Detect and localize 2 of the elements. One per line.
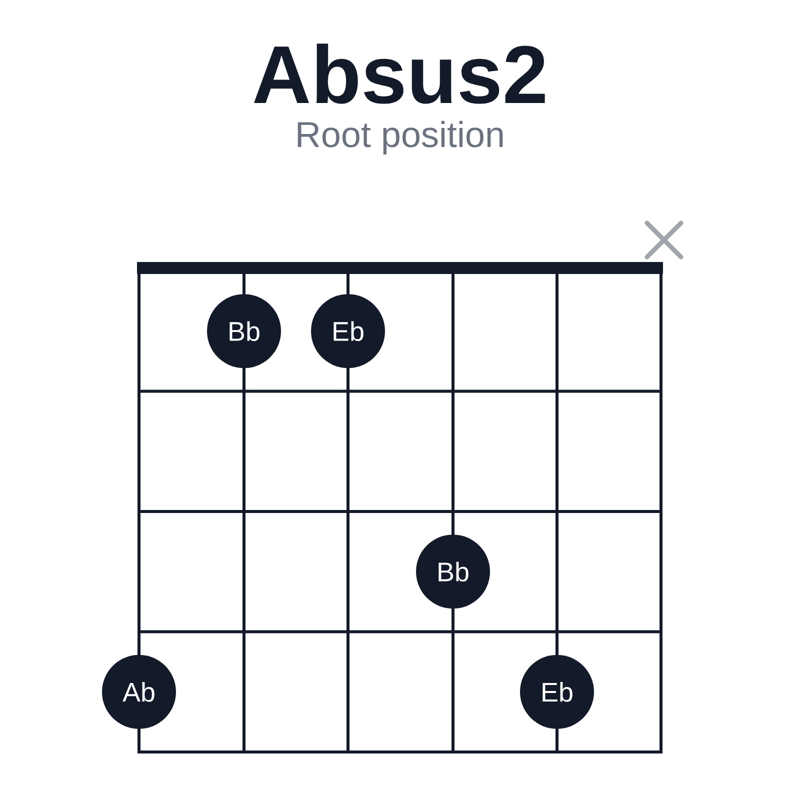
title: Absus2 — [254, 44, 545, 104]
subtitle: Root position — [298, 120, 503, 154]
